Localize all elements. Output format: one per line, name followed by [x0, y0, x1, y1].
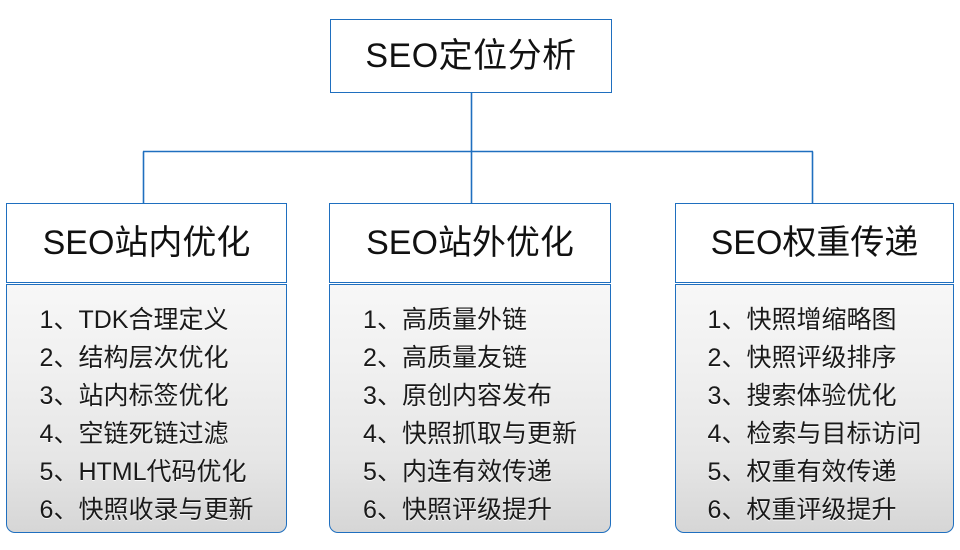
branch-column-3: SEO权重传递 1、快照增缩略图 2、快照评级排序 3、搜索体验优化 4、检索与… [675, 203, 954, 533]
root-node[interactable]: SEO定位分析 [330, 19, 612, 93]
list-item: 1、高质量外链 [363, 306, 527, 334]
branch-list-1: 1、TDK合理定义 2、结构层次优化 3、站内标签优化 4、空链死链过滤 5、H… [6, 284, 287, 533]
branch-header-title-1: SEO站内优化 [42, 224, 251, 262]
branch-list-3: 1、快照增缩略图 2、快照评级排序 3、搜索体验优化 4、检索与目标访问 5、权… [675, 284, 954, 533]
list-item: 4、空链死链过滤 [39, 420, 229, 448]
list-item: 2、快照评级排序 [707, 344, 897, 372]
list-item: 3、站内标签优化 [39, 382, 229, 410]
list-item: 5、权重有效传递 [707, 458, 897, 486]
branch-header-1[interactable]: SEO站内优化 [6, 203, 287, 283]
branch-header-3[interactable]: SEO权重传递 [675, 203, 954, 283]
branch-list-2: 1、高质量外链 2、高质量友链 3、原创内容发布 4、快照抓取与更新 5、内连有… [329, 284, 611, 533]
branch-header-title-3: SEO权重传递 [710, 224, 919, 262]
root-node-title: SEO定位分析 [365, 37, 577, 75]
list-item: 1、TDK合理定义 [39, 306, 229, 334]
branch-column-1: SEO站内优化 1、TDK合理定义 2、结构层次优化 3、站内标签优化 4、空链… [6, 203, 287, 533]
list-item: 6、快照收录与更新 [39, 496, 254, 524]
list-item: 6、权重评级提升 [707, 496, 897, 524]
list-item: 5、内连有效传递 [363, 458, 552, 486]
list-item: 2、结构层次优化 [39, 344, 229, 372]
list-item: 4、检索与目标访问 [707, 420, 922, 448]
list-item: 6、快照评级提升 [363, 496, 552, 524]
list-item: 3、搜索体验优化 [707, 382, 897, 410]
branch-column-2: SEO站外优化 1、高质量外链 2、高质量友链 3、原创内容发布 4、快照抓取与… [329, 203, 611, 533]
branch-header-2[interactable]: SEO站外优化 [329, 203, 611, 283]
list-item: 1、快照增缩略图 [707, 306, 897, 334]
list-item: 2、高质量友链 [363, 344, 527, 372]
list-item: 5、HTML代码优化 [39, 458, 247, 486]
list-item: 4、快照抓取与更新 [363, 420, 577, 448]
list-item: 3、原创内容发布 [363, 382, 552, 410]
branch-header-title-2: SEO站外优化 [366, 224, 574, 262]
